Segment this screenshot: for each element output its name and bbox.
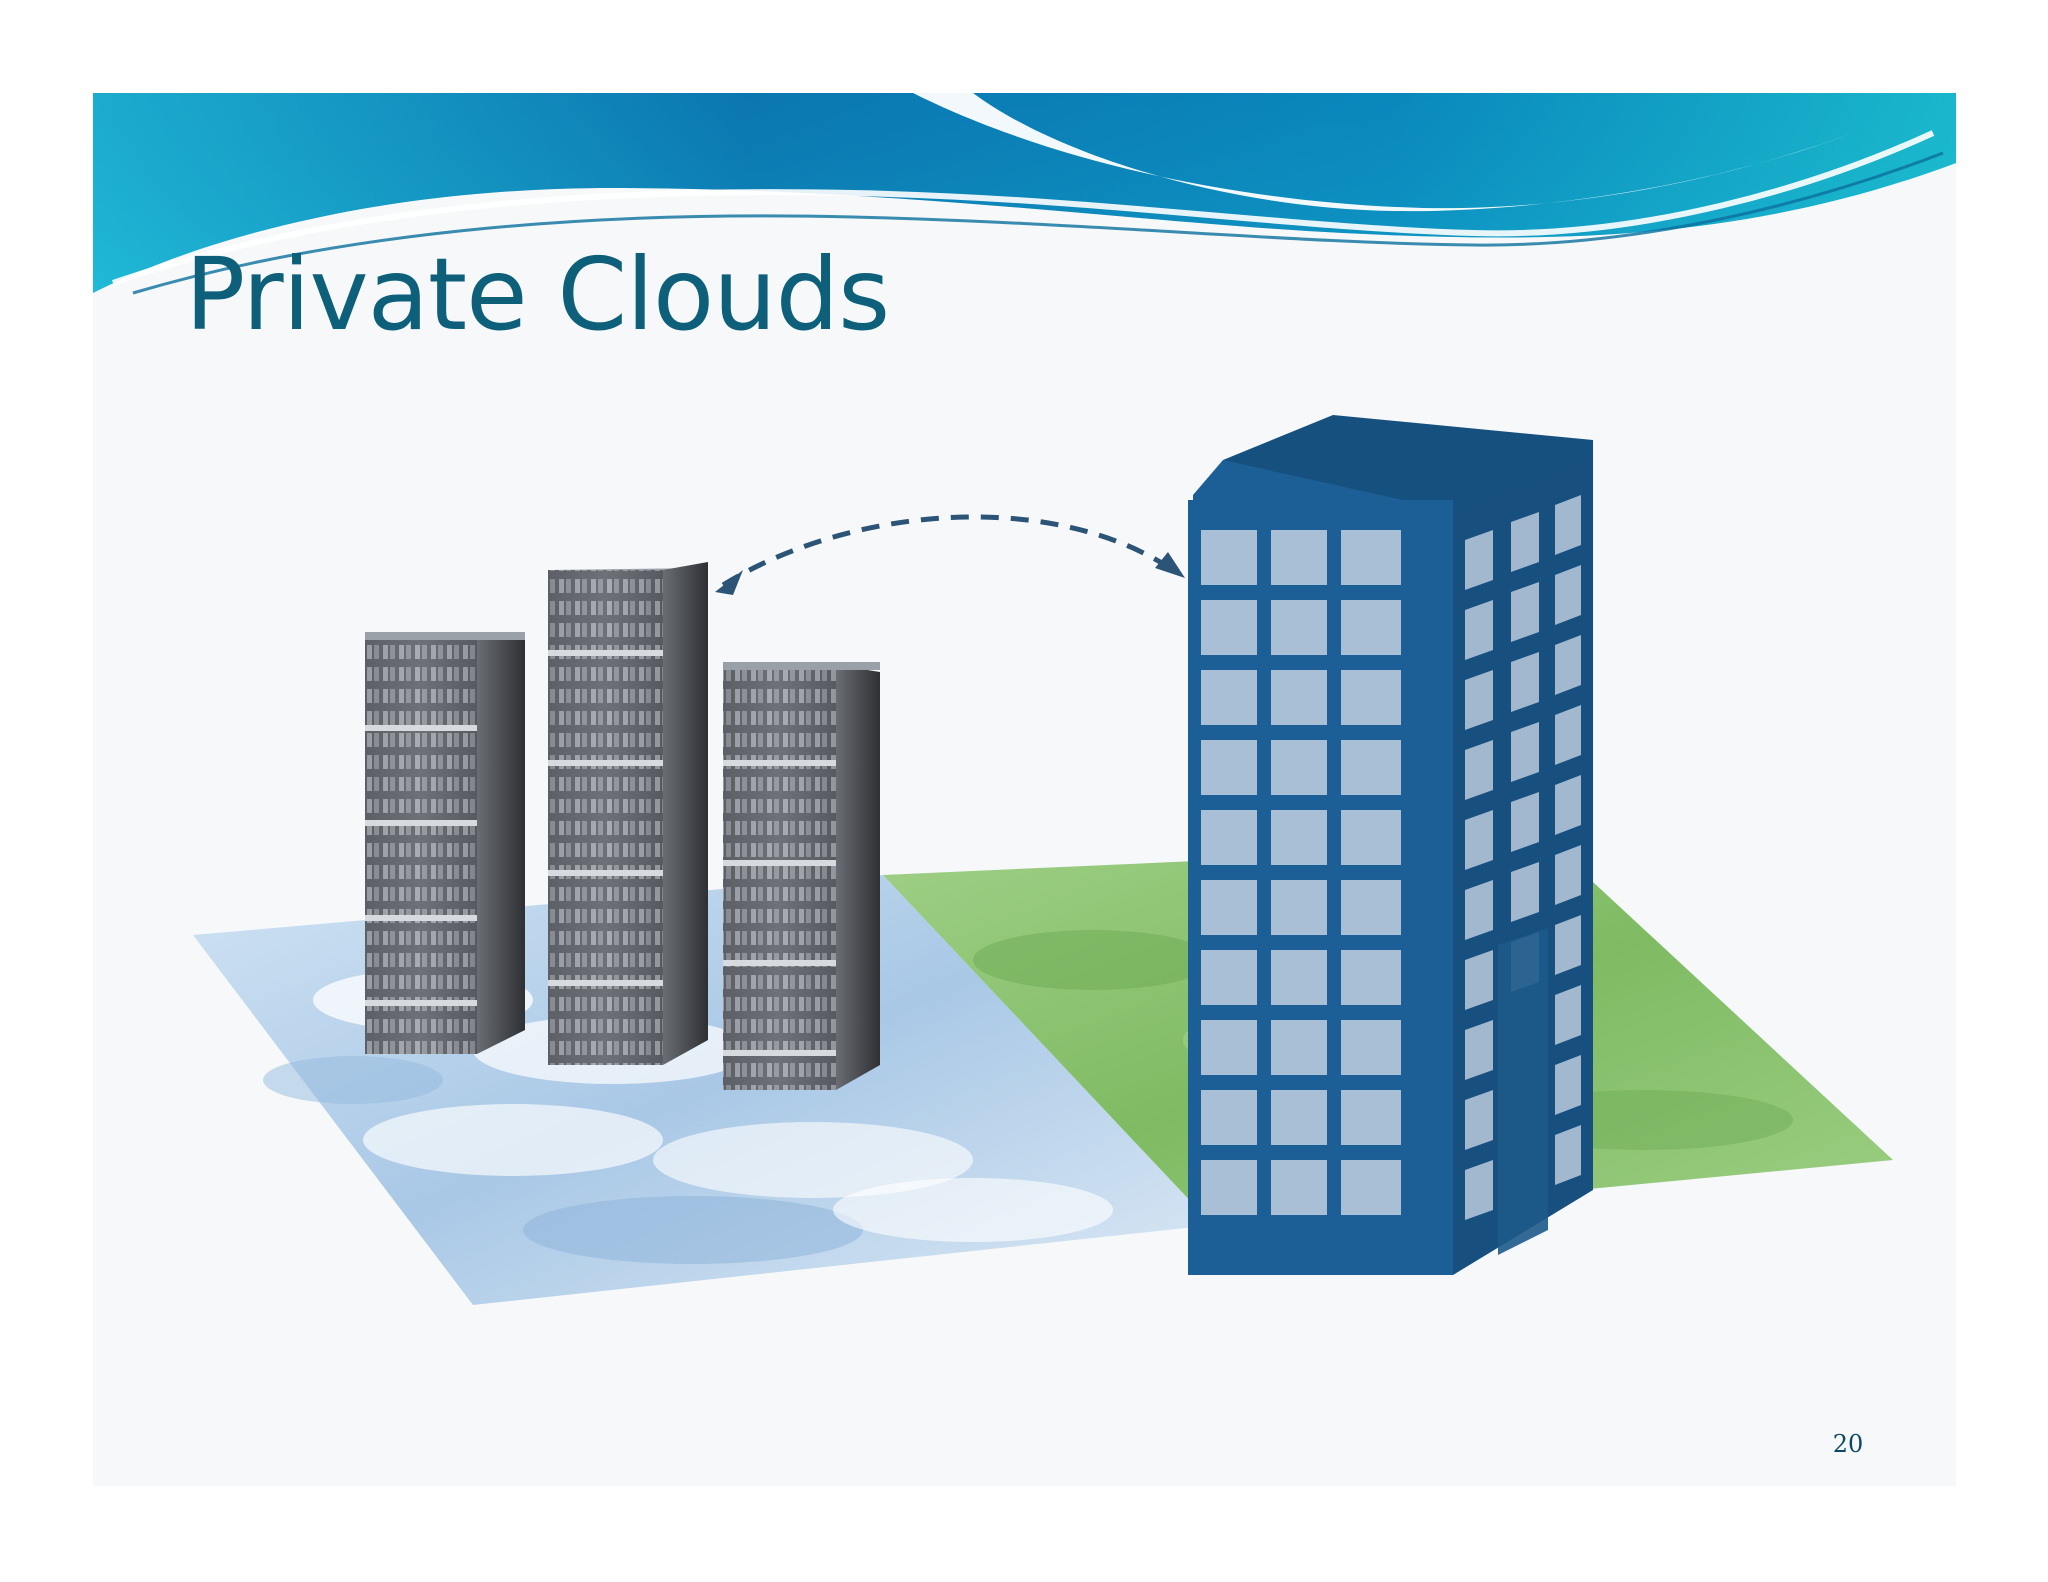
server-rack-icon	[548, 562, 708, 1065]
office-building-icon	[1188, 415, 1593, 1275]
slide-title: Private Clouds	[185, 245, 889, 345]
page-number: 20	[1828, 1430, 1868, 1458]
server-rack-icon	[365, 632, 525, 1054]
bidirectional-arrow-icon	[715, 517, 1185, 595]
server-rack-icon	[723, 662, 880, 1090]
private-cloud-illustration	[93, 400, 1956, 1350]
